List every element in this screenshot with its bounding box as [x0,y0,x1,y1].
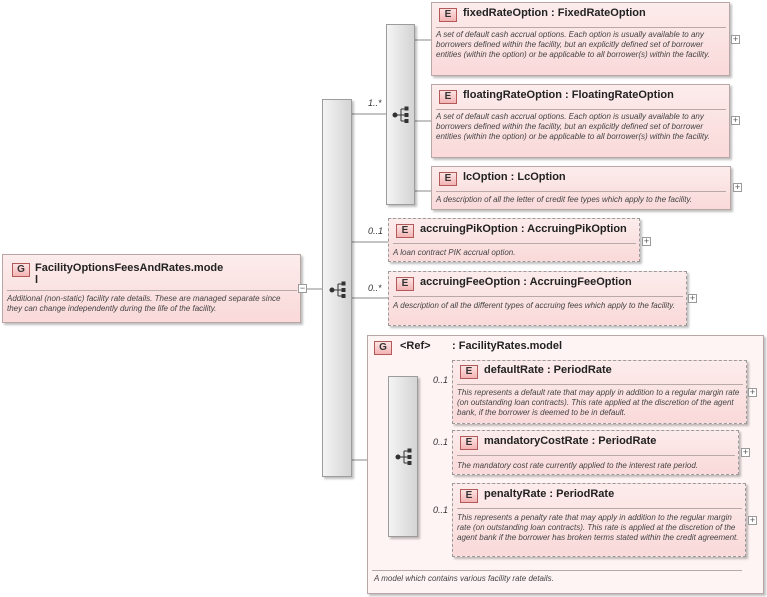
element-badge: E [460,365,478,379]
element-badge: E [396,224,414,238]
sequence-icon [395,448,412,465]
group-badge: G [12,263,30,277]
cardinality-label: 0..1 [368,226,384,236]
element-default-rate[interactable]: E defaultRate : PeriodRate This represen… [452,360,747,424]
element-description: This represents a penalty rate that may … [457,513,739,542]
element-fixed-rate-option[interactable]: E fixedRateOption : FixedRateOption A se… [431,2,730,76]
sequence-icon [329,281,346,298]
element-description: The mandatory cost rate currently applie… [457,461,699,470]
expand-button[interactable]: + [733,182,742,192]
element-description: A description of all the letter of credi… [436,195,693,204]
root-group[interactable]: G FacilityOptionsFeesAndRates.mode l Add… [2,254,301,323]
element-penalty-rate[interactable]: E penaltyRate : PeriodRate This represen… [452,483,746,557]
cardinality-label: 0..1 [433,505,449,515]
element-badge: E [396,277,414,291]
element-badge: E [439,90,457,104]
collapse-button[interactable]: − [298,283,307,293]
element-badge: E [460,436,478,450]
element-title: mandatoryCostRate : PeriodRate [484,435,657,447]
element-badge: E [439,8,457,22]
choice-icon [392,106,409,123]
cardinality-label: 0..* [368,283,382,293]
element-accruing-fee-option[interactable]: E accruingFeeOption : AccruingFeeOption … [388,271,687,326]
element-mandatory-cost-rate[interactable]: E mandatoryCostRate : PeriodRate The man… [452,430,739,475]
expand-button[interactable]: + [748,515,757,525]
ref-label: <Ref> [400,340,431,352]
root-title-line1: FacilityOptionsFeesAndRates.mode [35,262,224,274]
element-badge: E [439,172,457,186]
element-title: floatingRateOption : FloatingRateOption [463,89,674,101]
element-description: A loan contract PIK accrual option. [393,248,516,257]
element-floating-rate-option[interactable]: E floatingRateOption : FloatingRateOptio… [431,84,730,158]
group-badge: G [374,341,392,355]
root-title-line2: l [35,274,39,286]
cardinality-label: 0..1 [433,375,449,385]
element-description: A set of default cash accrual options. E… [436,112,710,141]
expand-button[interactable]: + [731,34,740,44]
choice-cardinality: 1..* [368,98,382,108]
element-title: accruingFeeOption : AccruingFeeOption [420,276,632,288]
choice-bar [386,24,415,205]
root-description: Additional (non-static) facility rate de… [7,294,281,313]
ref-group-description: A model which contains various facility … [374,574,554,583]
inner-sequence-bar [388,376,418,537]
expand-button[interactable]: + [748,387,757,397]
element-title: penaltyRate : PeriodRate [484,488,615,500]
element-title: fixedRateOption : FixedRateOption [463,7,646,19]
element-title: lcOption : LcOption [463,171,566,183]
element-title: accruingPikOption : AccruingPikOption [420,223,627,235]
element-description: A set of default cash accrual options. E… [436,30,710,59]
element-lc-option[interactable]: E lcOption : LcOption A description of a… [431,166,731,210]
element-title: defaultRate : PeriodRate [484,364,612,376]
element-badge: E [460,489,478,503]
element-description: This represents a default rate that may … [457,388,740,417]
expand-button[interactable]: + [642,236,651,246]
expand-button[interactable]: + [688,293,697,303]
sequence-bar [322,99,352,477]
element-description: A description of all the different types… [393,301,675,310]
cardinality-label: 0..1 [433,437,449,447]
element-accruing-pik-option[interactable]: E accruingPikOption : AccruingPikOption … [388,218,640,262]
expand-button[interactable]: + [741,447,750,457]
ref-group-title: : FacilityRates.model [452,340,563,352]
expand-button[interactable]: + [731,115,740,125]
